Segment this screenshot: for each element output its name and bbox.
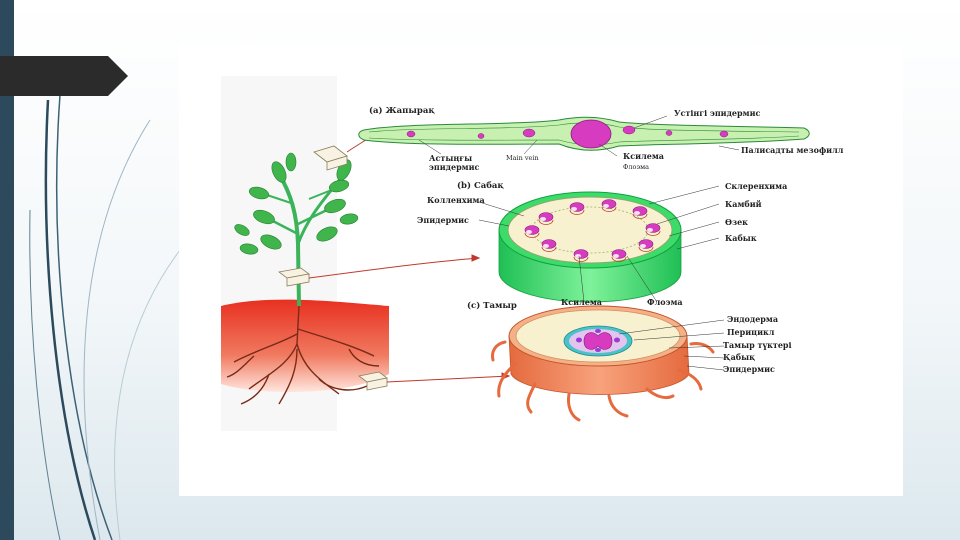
- slide-left-bar: [0, 0, 14, 540]
- upper-epidermis-label: Устінгі эпидермис: [674, 108, 761, 118]
- collenchyma-label: Колленхима: [427, 195, 485, 205]
- palisade-mesophyll-label: Палисадты мезофилл: [741, 145, 844, 155]
- stem-epidermis-label: Эпидермис: [417, 215, 469, 225]
- root-cortex-label: Қабық: [723, 352, 756, 362]
- main-vein-label: Main vein: [506, 154, 539, 162]
- title-tab: [0, 56, 128, 96]
- stem-cross-section: [478, 185, 720, 303]
- stem-xylem-label: Ксилема: [561, 297, 602, 307]
- stem-section-label: (b) Сабақ: [457, 181, 504, 191]
- stem-phloem-label: Флоэма: [647, 297, 683, 307]
- leaf-section-label: (a) Жапырақ: [369, 106, 435, 116]
- leaf-xylem-label: Ксилема: [623, 151, 664, 161]
- leaf-cross-section: [358, 115, 810, 157]
- pith-label: Өзек: [725, 217, 748, 227]
- root-cross-section: [491, 305, 725, 422]
- stem-cortex-label: Кабык: [725, 233, 757, 243]
- leaf-phloem-label: Флоэма: [623, 163, 650, 171]
- endodermis-label: Эндодерма: [727, 314, 779, 324]
- lower-epidermis-label-line2: эпидермис: [429, 162, 480, 172]
- root-hairs-label: Тамыр түктері: [723, 340, 792, 350]
- specimen-boxes: [278, 145, 388, 391]
- decorative-swoosh: [29, 94, 181, 540]
- plant-diagram: [221, 76, 810, 431]
- pericycle-label: Перицикл: [727, 327, 775, 337]
- root-epidermis-label: Эпидермис: [723, 364, 775, 374]
- root-section-label: (c) Тамыр: [467, 301, 517, 311]
- plant-shoot: [234, 152, 359, 307]
- lower-epidermis-label-line1: Астыңғы: [429, 153, 473, 163]
- plant-roots: [221, 299, 389, 405]
- sclerenchyma-label: Склеренхима: [725, 181, 788, 191]
- plant-tissues-figure: (a) Жапырақ Устінгі эпидермис Астыңғы эп…: [179, 44, 903, 496]
- cambium-label: Камбий: [725, 199, 762, 209]
